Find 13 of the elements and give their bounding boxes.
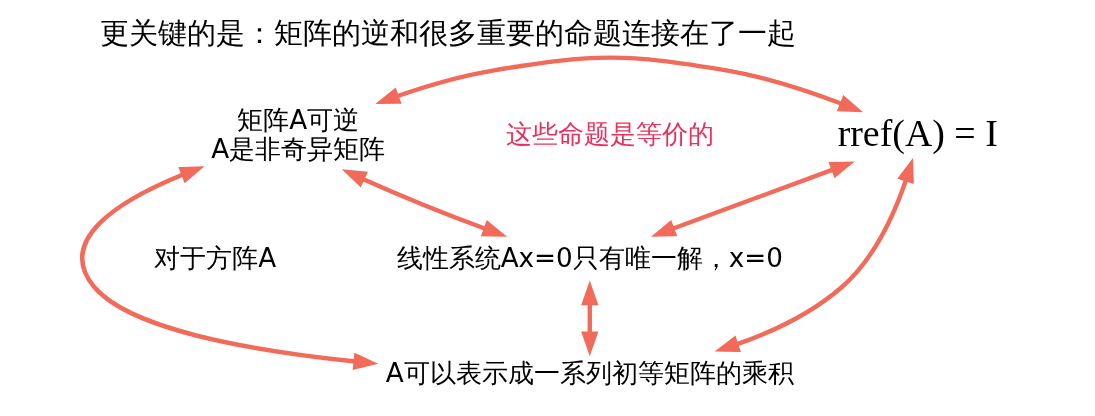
diagram-title: 更关键的是：矩阵的逆和很多重要的命题连接在了一起 xyxy=(100,16,797,51)
arrow xyxy=(80,166,379,370)
node-text: 矩阵A可逆 A是非奇异矩阵 xyxy=(211,104,386,164)
label: 对于方阵A xyxy=(154,243,277,274)
arrow xyxy=(581,280,599,357)
arrow xyxy=(650,161,855,237)
node-text: A可以表示成一系列初等矩阵的乘积 xyxy=(385,358,794,389)
arrow xyxy=(341,169,508,237)
arrow xyxy=(714,157,914,353)
label: 这些命题是等价的 xyxy=(506,119,715,150)
node-text: 线性系统Ax=0只有唯一解，x=0 xyxy=(396,243,783,274)
arrow xyxy=(375,55,864,113)
node-text: rref(A) = I xyxy=(837,112,998,155)
